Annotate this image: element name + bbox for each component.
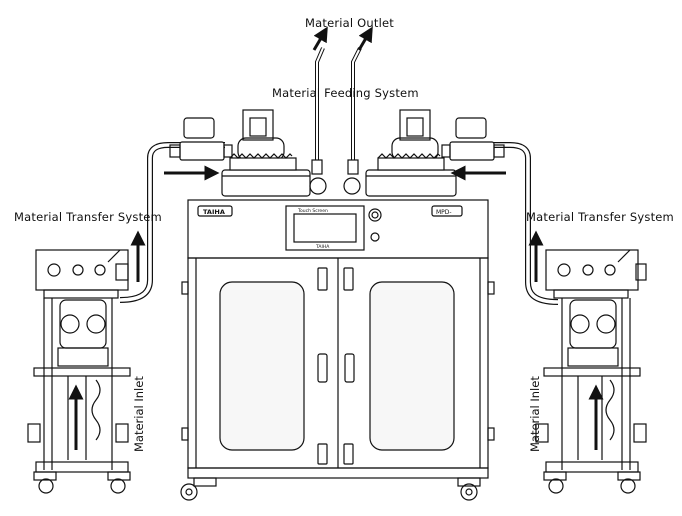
touch-screen — [293, 213, 357, 243]
central-cabinet — [180, 109, 495, 501]
left-tank — [221, 169, 311, 197]
outlet-pipes — [315, 47, 362, 160]
label-material-feeding-system: Material Feeding System — [272, 86, 419, 100]
outlet-valves — [309, 159, 361, 195]
transfer-piping — [119, 117, 559, 305]
left-tank-mechanism — [229, 109, 297, 171]
brand-plate-text: TAIHA — [203, 208, 225, 216]
label-material-transfer-system-left: Material Transfer System — [14, 210, 162, 224]
flow-arrows — [68, 165, 604, 450]
label-material-inlet-left: Material Inlet — [132, 376, 146, 452]
label-material-outlet: Material Outlet — [305, 16, 395, 30]
label-material-inlet-right: Material Inlet — [528, 376, 542, 452]
plate-text: TAIHA Touch Screen TAIHA MPD- — [203, 208, 452, 250]
left-pump-unit — [27, 249, 131, 494]
screen-caption-text: Touch Screen — [297, 208, 328, 214]
label-material-transfer-system-right: Material Transfer System — [526, 210, 674, 224]
right-tank — [365, 169, 457, 197]
right-window — [369, 281, 455, 451]
model-plate-text: MPD- — [436, 209, 452, 216]
left-pump-base — [35, 461, 129, 473]
screen-brand-text: TAIHA — [315, 244, 330, 250]
left-window — [219, 281, 305, 451]
right-tank-mechanism — [377, 109, 445, 171]
right-pump-unit — [535, 249, 647, 494]
right-pump-platform — [543, 367, 641, 377]
left-pump-platform — [33, 367, 131, 377]
outlet-arrows — [312, 26, 373, 51]
right-pump-base — [545, 461, 639, 473]
cabinet-base — [187, 467, 489, 479]
